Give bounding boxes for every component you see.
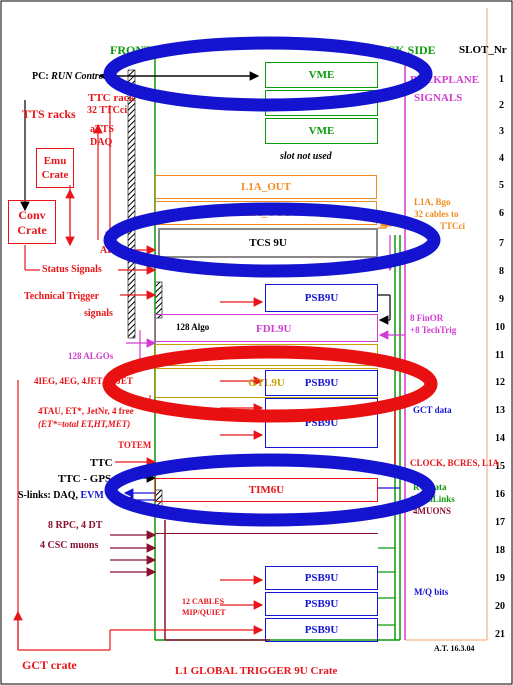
slot-number: 18: [495, 545, 505, 556]
gtl-module-1: GTL9U: [155, 344, 378, 366]
slot-number: 6: [499, 208, 504, 219]
ro-data-label: RO-data: [413, 482, 447, 492]
psb-module-9: PSB9U: [265, 284, 378, 312]
front-panel-bar: [127, 69, 136, 339]
signals-label: SIGNALS: [414, 92, 463, 104]
slot-number: 8: [499, 266, 504, 277]
tcs-module: TCS 9U: [158, 228, 378, 258]
ttc-label: TTC: [90, 457, 113, 469]
front-side-label: FRONT SIDE: [110, 43, 183, 57]
back-side-label: BACK SIDE: [370, 43, 436, 57]
slot-number: 12: [495, 377, 505, 388]
conv-crate-box: Conv Crate: [8, 200, 56, 244]
calo-inputs-line1: 4IEG, 4EG, 4JET, 4FJET: [34, 376, 133, 386]
psb-module-14: PSB9U: [265, 398, 378, 448]
calo-inputs-line2: 4TAU, ET*, JetNr, 4 free: [38, 406, 134, 416]
ttcci-count-label: 32 TTCci: [87, 105, 128, 116]
slot-number: 19: [495, 573, 505, 584]
fdl-name: FDL9U: [256, 323, 292, 335]
slot-number: 1: [499, 74, 504, 85]
l1a-out-module-2: L1A_OUT: [155, 201, 377, 225]
tts-racks-label: TTS racks: [22, 107, 76, 121]
calo-inputs-line3: (ET*=total ET,HT,MET): [38, 419, 131, 429]
algos-label: 128 ALGOs: [68, 351, 114, 361]
slot-number: 14: [495, 433, 505, 444]
mip-label: MIP/QUIET: [182, 608, 226, 617]
cables32-label: 32 cables to: [414, 209, 459, 219]
tech-trigger-signals-label: signals: [84, 308, 113, 319]
clock-label: CLOCK, BCRES, L1A: [410, 458, 500, 468]
slot-number: 20: [495, 601, 505, 612]
slot-number: 3: [499, 126, 504, 137]
psb-module-19: PSB9U: [265, 566, 378, 590]
diagram-title: L1 GLOBAL TRIGGER 9U Crate: [175, 665, 338, 677]
slot-number: 15: [495, 461, 505, 472]
slot-number: 5: [499, 180, 504, 191]
slot-number: 17: [495, 517, 505, 528]
tech-trigger-label: Technical Trigger: [24, 291, 100, 302]
gmt-module: GMT: [155, 512, 378, 534]
ttc-rack-label: TTC rack: [88, 92, 135, 104]
ttcci-label: TTCci: [440, 221, 466, 231]
psb-module-21: PSB9U: [265, 618, 378, 642]
gct-crate-label: GCT crate: [22, 658, 77, 672]
l1a-out-module-1: L1A_OUT: [155, 175, 377, 199]
ttc-gps-label: TTC - GPS: [58, 473, 112, 485]
emu-crate-box: Emu Crate: [36, 148, 74, 188]
fdl-module: 128 Algo FDL9U: [155, 314, 378, 342]
daq-label: DAQ: [90, 137, 113, 148]
fdl-algo-label: 128 Algo: [176, 322, 210, 332]
backplane-label: BACKPLANE: [410, 74, 480, 86]
author-date-label: A.T. 16.3.04: [434, 644, 475, 653]
l1a-bgo-label: L1A, Bgo: [414, 197, 451, 207]
pc-label: PC: RUN Control: [32, 71, 107, 82]
gct-data-label: GCT data: [413, 405, 452, 415]
vme-module-3: VME: [265, 118, 378, 144]
slot-number: 21: [495, 629, 505, 640]
apve-label: APVE: [100, 245, 128, 256]
slot-nr-label: SLOT_Nr: [459, 44, 507, 56]
totem-label: TOTEM: [118, 440, 152, 450]
slot-number: 2: [499, 100, 504, 111]
slinks-label: S-links: DAQ, EVM: [18, 490, 104, 501]
techtrig-label: +8 TechTrig: [410, 325, 457, 335]
status-signals-label: Status Signals: [42, 264, 102, 275]
slot-number: 10: [495, 322, 505, 333]
slot-not-used-label: slot not used: [280, 151, 332, 162]
tim-module: TIM6U: [155, 478, 378, 502]
muons-label: 4MUONS: [413, 506, 451, 516]
slot-number: 4: [499, 153, 504, 164]
finor-label: 8 FinOR: [410, 313, 444, 323]
csc-label: 4 CSC muons: [40, 540, 99, 551]
psb-module-13: PSB9U: [265, 370, 378, 396]
slot-number: 16: [495, 489, 505, 500]
slot-number: 11: [495, 350, 505, 361]
slot-number: 7: [499, 238, 504, 249]
top-view-label: Top view: [250, 37, 290, 49]
cables-label: 12 CABLES: [182, 597, 225, 606]
vme-module-2: VME: [265, 90, 378, 116]
slot-number: 9: [499, 294, 504, 305]
rpc-dt-label: 8 RPC, 4 DT: [48, 520, 103, 531]
chlinks-label: 13 ChLinks: [410, 494, 455, 504]
slot-number: 13: [495, 405, 505, 416]
atts-label: aTTS: [90, 124, 114, 135]
mq-bits-label: M/Q bits: [414, 587, 449, 597]
vme-module-1: VME: [265, 62, 378, 88]
psb-module-20: PSB9U: [265, 592, 378, 616]
